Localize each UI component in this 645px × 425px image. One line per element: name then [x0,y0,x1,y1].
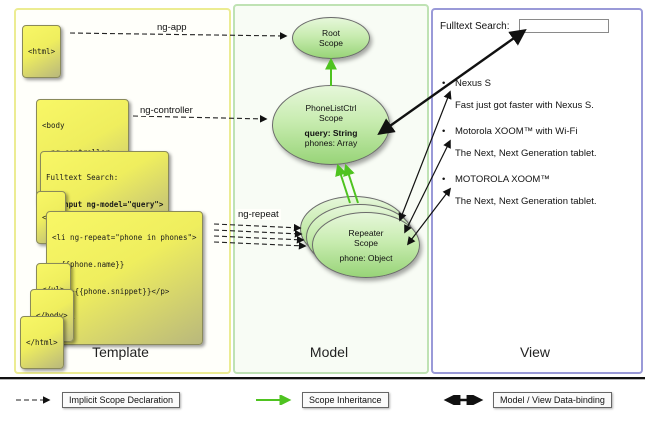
legend-databinding: Model / View Data-binding [440,392,612,408]
list-item: •Nexus S Fast just got faster with Nexus… [442,78,594,111]
list-item: •MOTOROLA XOOM™ The Next, Next Generatio… [442,174,597,207]
green-arrow-icon [256,395,292,405]
view-fulltext-label: Fulltext Search: [440,21,510,32]
double-arrow-icon [443,395,484,405]
legend-databinding-label: Model / View Data-binding [493,392,612,408]
ng-app-label: ng-app [155,22,189,33]
code-html-open: <html> [22,25,62,78]
root-scope-node: Root Scope [292,17,370,59]
code-html-close: </html> [20,316,64,369]
search-input[interactable] [519,19,609,33]
model-panel-label: Model [309,344,349,360]
list-item: •Motorola XOOM™ with Wi-Fi The Next, Nex… [442,126,597,159]
legend-implicit-label: Implicit Scope Declaration [62,392,181,408]
bullet-icon: • [442,78,446,89]
repeater-scope-node: Repeater Scope phone: Object [312,212,420,278]
legend-divider [0,377,645,380]
template-panel-label: Template [92,344,149,360]
legend-implicit: Implicit Scope Declaration [15,392,181,408]
ng-controller-label: ng-controller [138,105,195,116]
legend-inheritance: Scope Inheritance [255,392,389,408]
view-panel-label: View [519,344,551,360]
bullet-icon: • [442,126,446,137]
dashed-arrow-icon [16,396,51,404]
legend-inheritance-label: Scope Inheritance [302,392,389,408]
phone-list: •Nexus S Fast just got faster with Nexus… [442,78,634,222]
model-panel [233,4,429,374]
bullet-icon: • [442,174,446,185]
ng-repeat-label: ng-repeat [236,209,281,220]
phonelistctrl-scope-node: PhoneListCtrl Scope query: String phones… [272,85,390,165]
